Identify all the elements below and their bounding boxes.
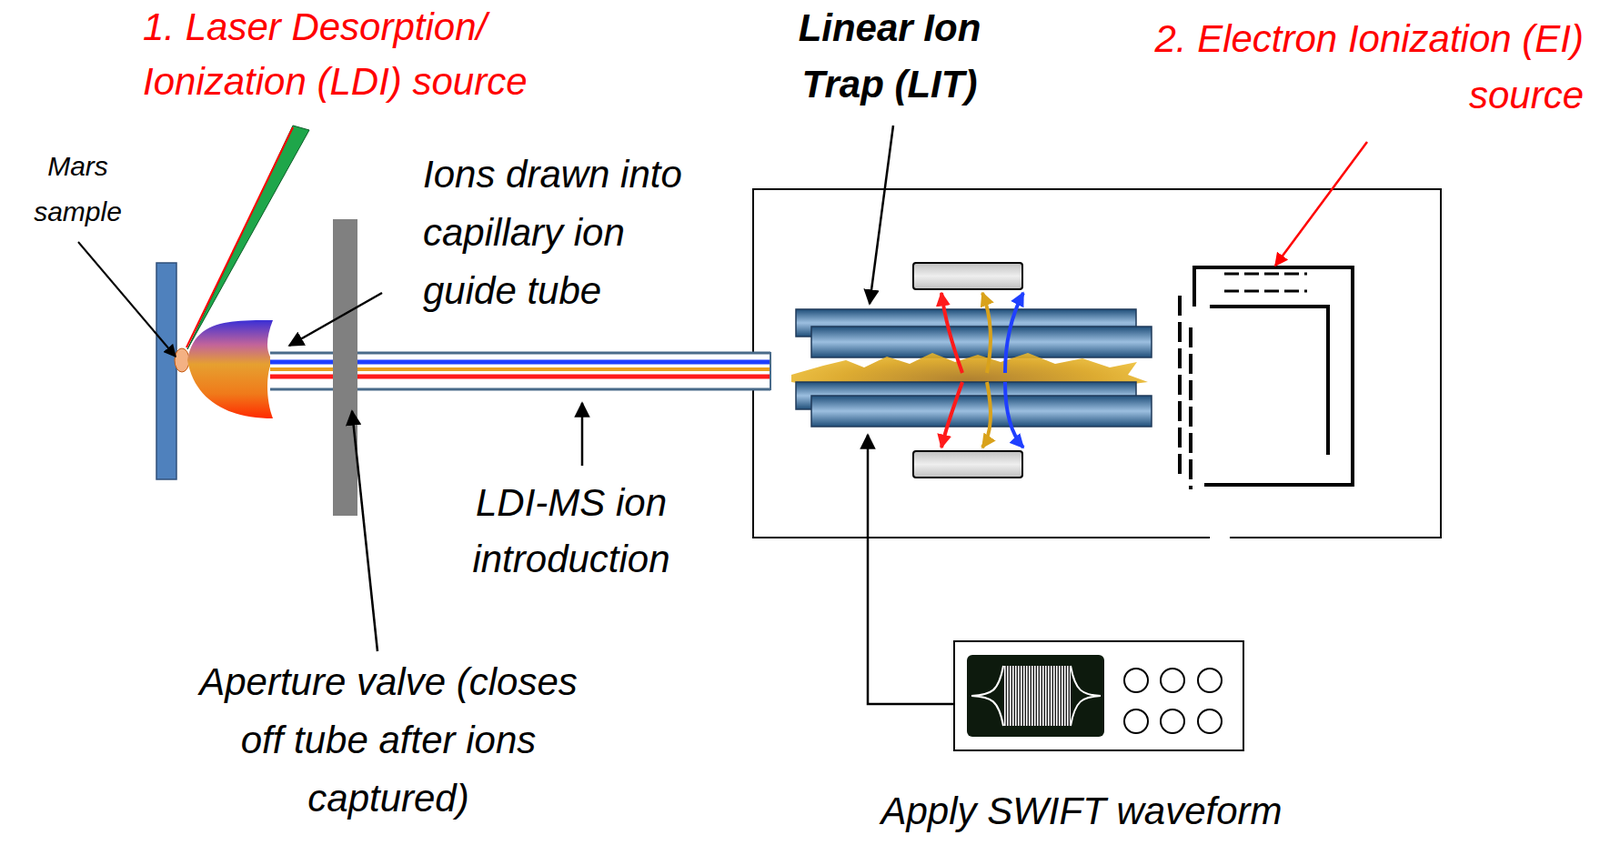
part-label: LDI-MS ion introduction xyxy=(434,474,708,588)
source-label: 2. Electron Ionization (EI) source xyxy=(1128,10,1584,124)
trap-rod xyxy=(811,326,1152,358)
mars-sample xyxy=(174,348,190,373)
leader-line xyxy=(581,402,584,466)
leader-line xyxy=(352,411,378,652)
label-box: LDI-MS ion introduction xyxy=(434,474,708,588)
label-box: Ions drawn into capillary ion guide tube xyxy=(422,145,724,321)
laser-beam xyxy=(187,125,310,350)
label-box: 1. Laser Desorption/ Ionization (LDI) so… xyxy=(142,0,634,110)
leader-line xyxy=(1275,141,1368,266)
ejection-arrow xyxy=(1005,292,1024,373)
waveform-generator xyxy=(954,641,1244,751)
control-knobs xyxy=(1124,668,1222,734)
ejection-arrow xyxy=(982,382,991,448)
label-box: 2. Electron Ionization (EI) source xyxy=(1128,10,1584,124)
swift-waveform xyxy=(1003,665,1071,726)
label-box: Apply SWIFT waveform xyxy=(826,787,1337,836)
leader-line xyxy=(289,292,383,346)
leader-line xyxy=(869,125,894,304)
label-box: Linear Ion Trap (LIT) xyxy=(766,0,1013,113)
ei-source xyxy=(1179,267,1353,490)
detector-electrode xyxy=(913,451,1023,478)
signal-wire xyxy=(867,434,955,705)
part-label: Ions drawn into capillary ion guide tube xyxy=(422,145,724,321)
label-box: Aperture valve (closes off tube after io… xyxy=(179,653,598,828)
swift-waveform xyxy=(971,665,1101,726)
part-label: Aperture valve (closes off tube after io… xyxy=(179,653,598,828)
ejection-arrow xyxy=(982,292,991,373)
capillary-end xyxy=(754,352,771,390)
label-box: Mars sample xyxy=(25,143,131,235)
source-label: 1. Laser Desorption/ Ionization (LDI) so… xyxy=(142,0,634,110)
waveform-screen xyxy=(966,654,1105,737)
ion-plume xyxy=(187,320,273,419)
leader-line xyxy=(78,241,176,357)
part-label: Linear Ion Trap (LIT) xyxy=(766,0,1013,113)
ejection-arrow xyxy=(941,292,963,373)
part-label: Apply SWIFT waveform xyxy=(826,787,1337,836)
vacuum-chamber xyxy=(753,189,1441,538)
laser-beam-edge xyxy=(186,127,293,348)
detector-electrode xyxy=(913,262,1023,290)
trap-rod xyxy=(811,395,1152,427)
ejection-arrow xyxy=(1005,382,1024,448)
sample-plate xyxy=(156,262,177,480)
ejection-arrow xyxy=(941,382,963,448)
aperture-valve xyxy=(332,219,358,516)
part-label: Mars sample xyxy=(25,143,131,235)
